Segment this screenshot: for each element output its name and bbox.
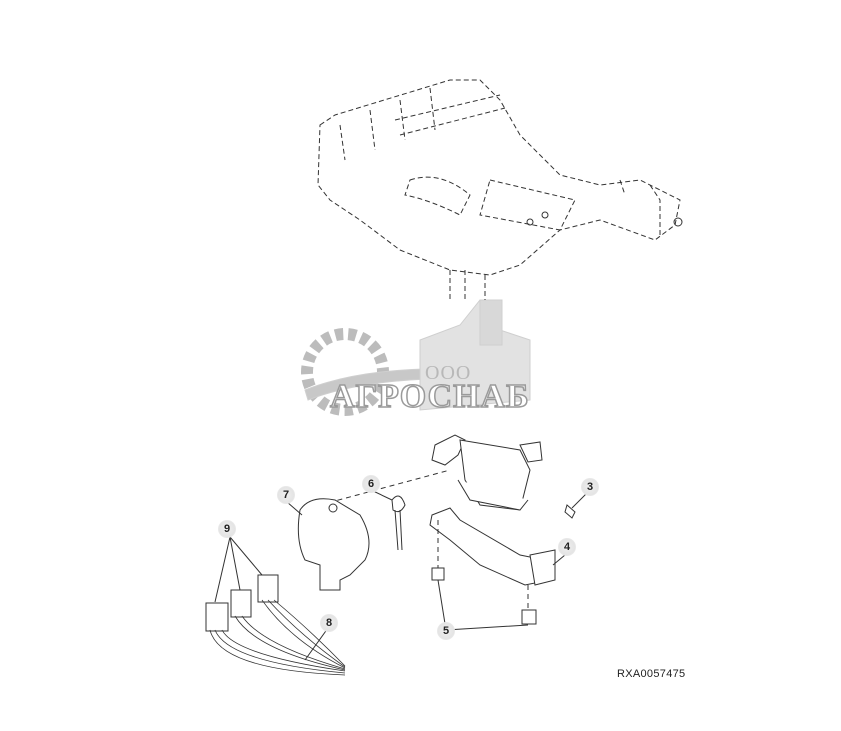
- connectors: [205, 574, 279, 632]
- watermark-name: АГРОСНАБ: [329, 377, 530, 416]
- console-housing: [317, 79, 681, 300]
- callout-6: 6: [362, 475, 380, 493]
- callout-3: 3: [581, 478, 599, 496]
- cover-part: [297, 498, 370, 591]
- watermark-graphic: [301, 299, 531, 416]
- callout-4: 4: [558, 538, 576, 556]
- callout-9: 9: [218, 520, 236, 538]
- callout-5: 5: [437, 622, 455, 640]
- leader-lines: [214, 489, 588, 661]
- callout-7: 7: [277, 486, 295, 504]
- lever-assembly: [429, 434, 576, 625]
- watermark-prefix: ООО: [425, 362, 472, 384]
- figure-id: RXA0057475: [617, 668, 686, 680]
- spring-pin: [391, 495, 406, 551]
- callout-8: 8: [320, 614, 338, 632]
- wire-harness: [209, 599, 346, 676]
